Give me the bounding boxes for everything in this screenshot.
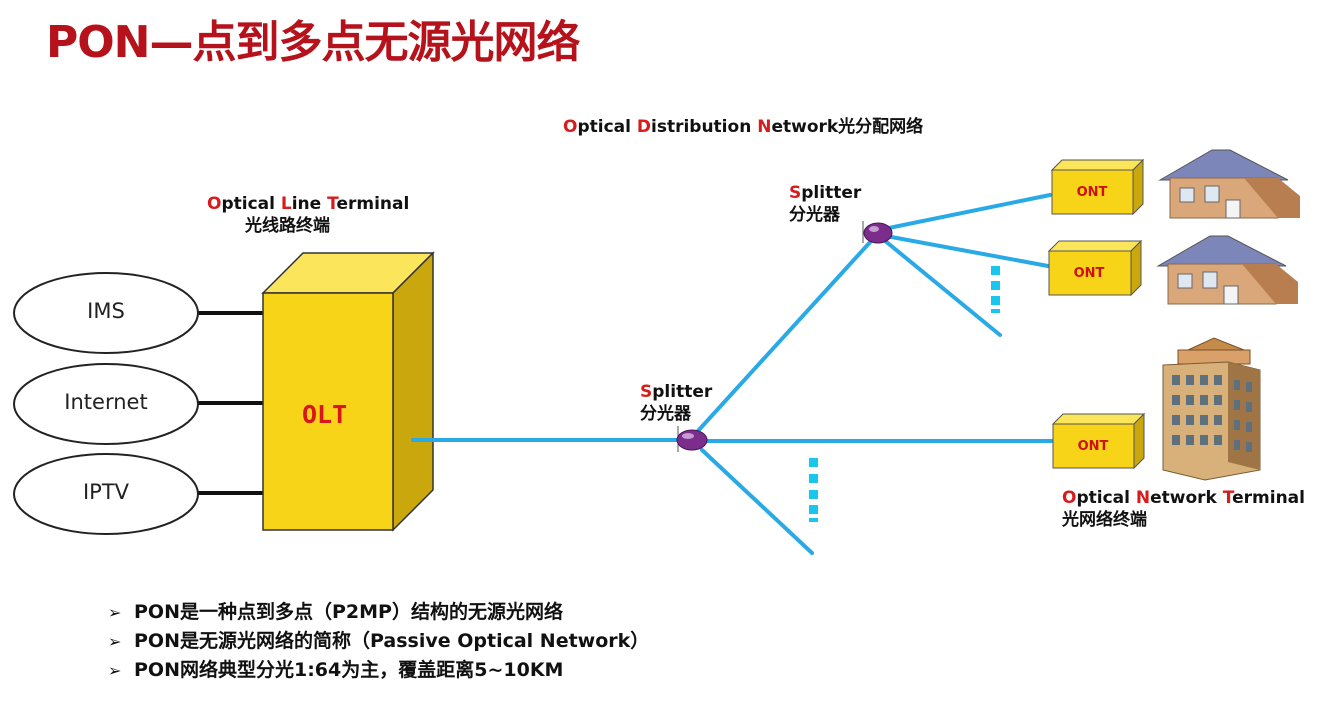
house-icon-1 — [1158, 149, 1300, 219]
olt-box — [261, 251, 435, 532]
splitter-mid-node — [676, 426, 708, 452]
bullet-list: ➢PON是一种点到多点（P2MP）结构的无源光网络 ➢PON是无源光网络的简称（… — [108, 598, 649, 685]
splitter-mid-label: Splitter 分光器 — [640, 382, 713, 424]
ont-box-label-3: ONT — [1077, 439, 1109, 454]
fiber-branch-top-down — [882, 238, 1002, 337]
service-label-internet: Internet — [64, 390, 148, 414]
bullet-item: ➢PON是一种点到多点（P2MP）结构的无源光网络 — [108, 598, 649, 627]
bullet-arrow-icon: ➢ — [108, 661, 122, 680]
splitter-top-label: Splitter 分光器 — [789, 183, 862, 225]
iptv-ellipse — [13, 453, 199, 535]
odn-label: Optical Distribution Network光分配网络 — [563, 117, 924, 137]
ims-ellipse — [13, 272, 199, 354]
ont-box-3 — [1051, 412, 1146, 470]
olt-box-label: OLT — [302, 400, 348, 429]
bullet-arrow-icon: ➢ — [108, 603, 122, 622]
dots-top — [991, 266, 1000, 275]
bullet-arrow-icon: ➢ — [108, 632, 122, 651]
bullet-item: ➢PON网络典型分光1:64为主，覆盖距离5~10KM — [108, 656, 649, 685]
ont-box-1 — [1050, 158, 1145, 216]
fiber-branch-down — [700, 448, 814, 555]
building-icon — [1162, 337, 1261, 481]
service-label-iptv: IPTV — [82, 480, 130, 504]
page-title: PON—点到多点无源光网络 — [46, 17, 580, 68]
bullet-item: ➢PON是无源光网络的简称（Passive Optical Network） — [108, 627, 649, 656]
dots-bottom — [809, 458, 818, 467]
ont-box-label-2: ONT — [1073, 266, 1105, 281]
fiber-to-ont1 — [882, 193, 1052, 231]
house-icon-2 — [1156, 235, 1298, 305]
ont-box-2 — [1047, 239, 1143, 297]
service-label-ims: IMS — [87, 299, 125, 323]
olt-label: Optical Line Terminal 光线路终端 — [207, 194, 410, 236]
ont-label: Optical Network Terminal 光网络终端 — [1062, 488, 1305, 530]
splitter-top-node — [862, 221, 893, 244]
fiber-to-splitter-top — [695, 238, 874, 434]
fiber-to-ont2 — [884, 234, 1050, 268]
ont-box-label-1: ONT — [1076, 185, 1108, 200]
internet-ellipse — [13, 363, 199, 445]
